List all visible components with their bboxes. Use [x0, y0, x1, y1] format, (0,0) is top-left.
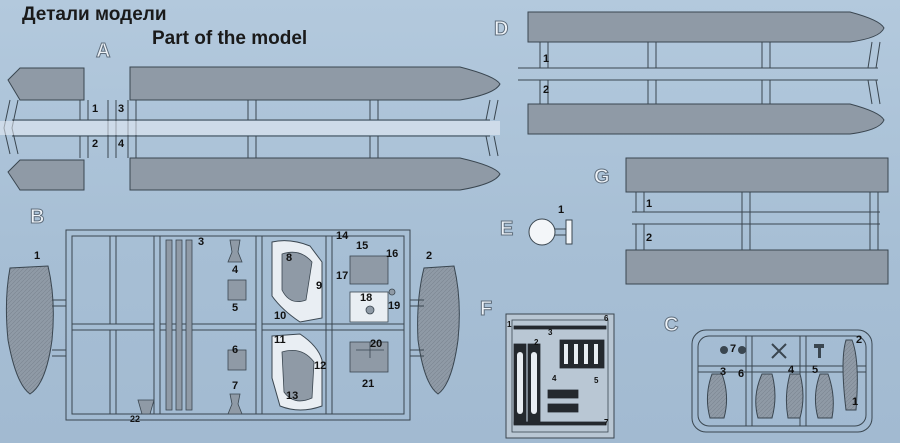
part-number: 2	[856, 334, 863, 346]
part-number: 1	[852, 396, 859, 408]
part-number: 5	[812, 364, 819, 376]
sprue-b-label: B	[29, 206, 45, 229]
part-a4-blade	[129, 157, 501, 191]
part-d1-blade	[527, 11, 885, 43]
part-number: 1	[543, 53, 550, 65]
part-number: 1	[92, 103, 99, 115]
sprue-a	[0, 66, 501, 191]
sprue-d-label: D	[493, 18, 509, 41]
part-d2-blade	[527, 103, 885, 135]
sprue-e	[528, 218, 573, 246]
part-number: 11	[274, 334, 286, 346]
sprue-f-label: F	[479, 298, 493, 321]
sprue-g	[625, 157, 889, 285]
sprue-a-label: A	[95, 40, 111, 63]
part-number: 7	[232, 380, 239, 392]
part-number: 6	[232, 344, 239, 356]
part-number: 19	[388, 300, 401, 312]
part-g1	[625, 157, 889, 193]
part-b1	[5, 265, 54, 395]
part-number: 18	[360, 292, 373, 304]
title-english: Part of the model	[152, 28, 308, 49]
part-number: 2	[646, 232, 653, 244]
sprue-c-label: C	[663, 314, 679, 337]
title-russian: Детали модели	[22, 4, 167, 25]
part-number: 1	[558, 204, 565, 216]
part-number: 3	[198, 236, 205, 248]
part-number: 2	[534, 338, 539, 347]
part-number: 1	[646, 198, 653, 210]
part-number: 17	[336, 270, 349, 282]
part-number: 5	[232, 302, 239, 314]
sprue-g-label: G	[594, 166, 611, 189]
part-number: 16	[386, 248, 399, 260]
part-number: 20	[370, 338, 383, 350]
part-number: 14	[336, 230, 349, 242]
part-number: 1	[507, 320, 512, 329]
part-a3-blade	[129, 66, 501, 101]
part-number: 1	[34, 250, 41, 262]
part-number: 3	[720, 366, 727, 378]
sprue-b	[5, 229, 460, 421]
part-number: 2	[92, 138, 99, 150]
sprue-e-label: E	[499, 218, 514, 241]
part-number: 4	[232, 264, 239, 276]
part-number: 4	[118, 138, 125, 150]
sprue-c	[691, 329, 873, 433]
part-g2	[625, 249, 889, 285]
part-number: 22	[130, 414, 141, 424]
part-number: 7	[730, 343, 737, 355]
part-e1	[528, 218, 556, 246]
part-number: 4	[788, 364, 795, 376]
part-number: 15	[356, 240, 369, 252]
part-number: 8	[286, 252, 293, 264]
part-number: 6	[604, 314, 609, 323]
sprue-d	[518, 11, 885, 135]
sprue-f	[505, 313, 615, 439]
part-number: 21	[362, 378, 375, 390]
part-number: 2	[543, 84, 550, 96]
part-b2	[417, 265, 460, 395]
part-number: 3	[548, 328, 553, 337]
part-number: 7	[604, 418, 609, 427]
part-number: 13	[286, 390, 299, 402]
part-number: 4	[552, 374, 557, 383]
part-number: 10	[274, 310, 287, 322]
part-number: 2	[426, 250, 433, 262]
part-number: 3	[118, 103, 125, 115]
part-number: 9	[316, 280, 323, 292]
part-number: 12	[314, 360, 327, 372]
part-number: 6	[738, 368, 745, 380]
part-a1-body	[7, 67, 85, 101]
part-number: 5	[594, 376, 599, 385]
part-a2-body	[7, 159, 85, 191]
